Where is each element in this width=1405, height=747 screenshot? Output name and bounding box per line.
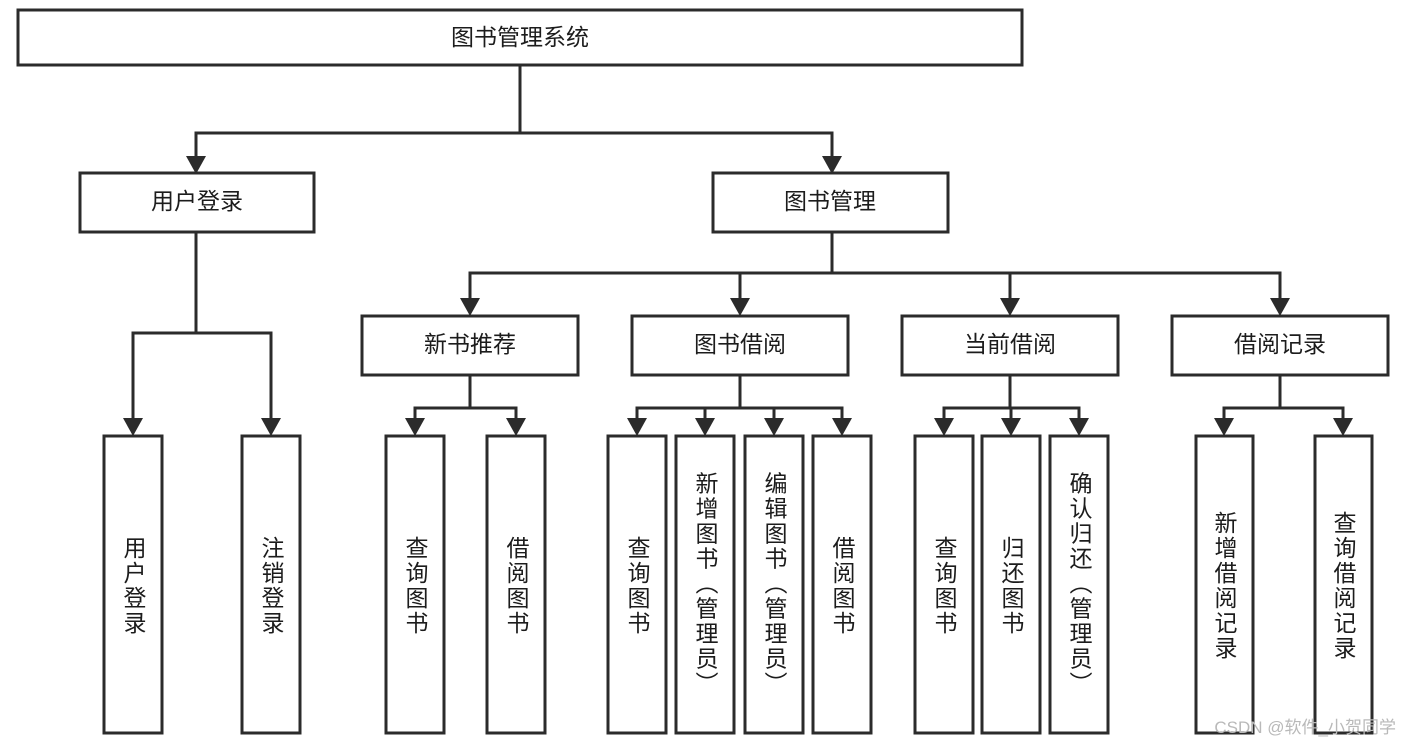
node-current-borrow-label: 当前借阅 (964, 331, 1056, 357)
leaf-borrow-book-1[interactable]: 借阅图书 (485, 434, 547, 735)
arrowhead-leaf-query-book-1 (405, 418, 425, 436)
leaf-query-book-1-box[interactable] (384, 434, 446, 735)
leaf-query-borrow-record[interactable]: 查询借阅记录 (1313, 434, 1374, 735)
leaf-return-book-box[interactable] (980, 434, 1042, 735)
leaf-borrow-book-1-box[interactable] (485, 434, 547, 735)
arrowhead-leaf-user-login (123, 418, 143, 436)
leaf-user-logout-box[interactable] (240, 434, 302, 735)
node-new-book-recommend-box[interactable] (360, 314, 580, 377)
leaf-query-book-3[interactable]: 查询图书 (913, 434, 975, 735)
leaf-edit-book[interactable]: 编辑图书（管理员） (743, 434, 805, 735)
leaf-borrow-book-2-label: 借阅图书 (829, 536, 856, 636)
arrowhead-leaf-query-borrow-record (1333, 418, 1353, 436)
node-book-management-label: 图书管理 (784, 188, 876, 214)
node-current-borrow-box[interactable] (900, 314, 1120, 377)
node-root-box[interactable] (16, 8, 1024, 67)
node-user-login[interactable]: 用户登录 (78, 171, 316, 234)
arrowhead-leaf-borrow-book-2 (832, 418, 852, 436)
leaf-user-login-label: 用户登录 (120, 536, 147, 636)
arrowhead-book-management (822, 156, 842, 174)
node-book-borrow-label: 图书借阅 (694, 331, 786, 357)
arrowhead-leaf-add-borrow-record (1214, 418, 1234, 436)
arrowhead-current-borrow (1000, 298, 1020, 316)
arrowhead-borrow-record (1270, 298, 1290, 316)
node-root[interactable]: 图书管理系统 (16, 8, 1024, 67)
node-book-management[interactable]: 图书管理 (711, 171, 950, 234)
arrowhead-new-book-recommend (460, 298, 480, 316)
arrowhead-leaf-add-book (695, 418, 715, 436)
leaf-edit-book-box[interactable] (743, 434, 805, 735)
node-user-login-box[interactable] (78, 171, 316, 234)
node-user-login-label: 用户登录 (151, 188, 243, 214)
arrowhead-leaf-confirm-return (1069, 418, 1089, 436)
leaf-confirm-return-box[interactable] (1048, 434, 1110, 735)
arrowhead-book-borrow (730, 298, 750, 316)
node-current-borrow[interactable]: 当前借阅 (900, 314, 1120, 377)
leaf-user-logout[interactable]: 注销登录 (240, 434, 302, 735)
node-borrow-record-label: 借阅记录 (1234, 331, 1326, 357)
leaf-user-logout-label: 注销登录 (258, 536, 285, 636)
arrowhead-user-login (186, 156, 206, 174)
leaf-return-book-label: 归还图书 (998, 536, 1025, 636)
leaf-user-login[interactable]: 用户登录 (102, 434, 164, 735)
leaf-add-book[interactable]: 新增图书（管理员） (674, 434, 736, 735)
leaf-query-book-3-label: 查询图书 (931, 536, 958, 636)
node-new-book-recommend[interactable]: 新书推荐 (360, 314, 580, 377)
node-borrow-record-box[interactable] (1170, 314, 1390, 377)
leaf-query-book-1-label: 查询图书 (402, 536, 429, 636)
leaf-confirm-return-label: 确认归还（管理员） (1066, 472, 1093, 697)
leaf-user-login-box[interactable] (102, 434, 164, 735)
leaf-query-book-2-box[interactable] (606, 434, 668, 735)
connector-layer (123, 63, 1353, 436)
node-book-borrow[interactable]: 图书借阅 (630, 314, 850, 377)
arrowhead-leaf-edit-book (764, 418, 784, 436)
leaf-query-book-2[interactable]: 查询图书 (606, 434, 668, 735)
leaf-query-book-3-box[interactable] (913, 434, 975, 735)
leaf-query-borrow-record-label: 查询借阅记录 (1330, 511, 1357, 661)
leaf-add-book-box[interactable] (674, 434, 736, 735)
leaf-add-book-label: 新增图书（管理员） (692, 472, 719, 697)
node-book-borrow-box[interactable] (630, 314, 850, 377)
leaf-edit-book-label: 编辑图书（管理员） (761, 472, 788, 697)
node-root-label: 图书管理系统 (451, 24, 589, 50)
leaf-borrow-book-1-label: 借阅图书 (503, 536, 530, 636)
leaf-query-borrow-record-box[interactable] (1313, 434, 1374, 735)
leaf-borrow-book-2-box[interactable] (811, 434, 873, 735)
arrowhead-leaf-return-book (1001, 418, 1021, 436)
leaf-query-book-2-label: 查询图书 (624, 536, 651, 636)
arrowhead-leaf-query-book-3 (934, 418, 954, 436)
leaf-add-borrow-record-label: 新增借阅记录 (1211, 511, 1238, 661)
leaf-confirm-return[interactable]: 确认归还（管理员） (1048, 434, 1110, 735)
csdn-watermark: CSDN @软件_小贺同学 (1214, 718, 1396, 737)
leaf-query-book-1[interactable]: 查询图书 (384, 434, 446, 735)
leaf-return-book[interactable]: 归还图书 (980, 434, 1042, 735)
node-book-management-box[interactable] (711, 171, 950, 234)
leaf-add-borrow-record[interactable]: 新增借阅记录 (1194, 434, 1255, 735)
node-new-book-recommend-label: 新书推荐 (424, 331, 516, 357)
leaf-borrow-book-2[interactable]: 借阅图书 (811, 434, 873, 735)
arrowhead-leaf-user-logout (261, 418, 281, 436)
arrowhead-leaf-query-book-2 (627, 418, 647, 436)
leaf-add-borrow-record-box[interactable] (1194, 434, 1255, 735)
arrowhead-leaf-borrow-book-1 (506, 418, 526, 436)
node-borrow-record[interactable]: 借阅记录 (1170, 314, 1390, 377)
